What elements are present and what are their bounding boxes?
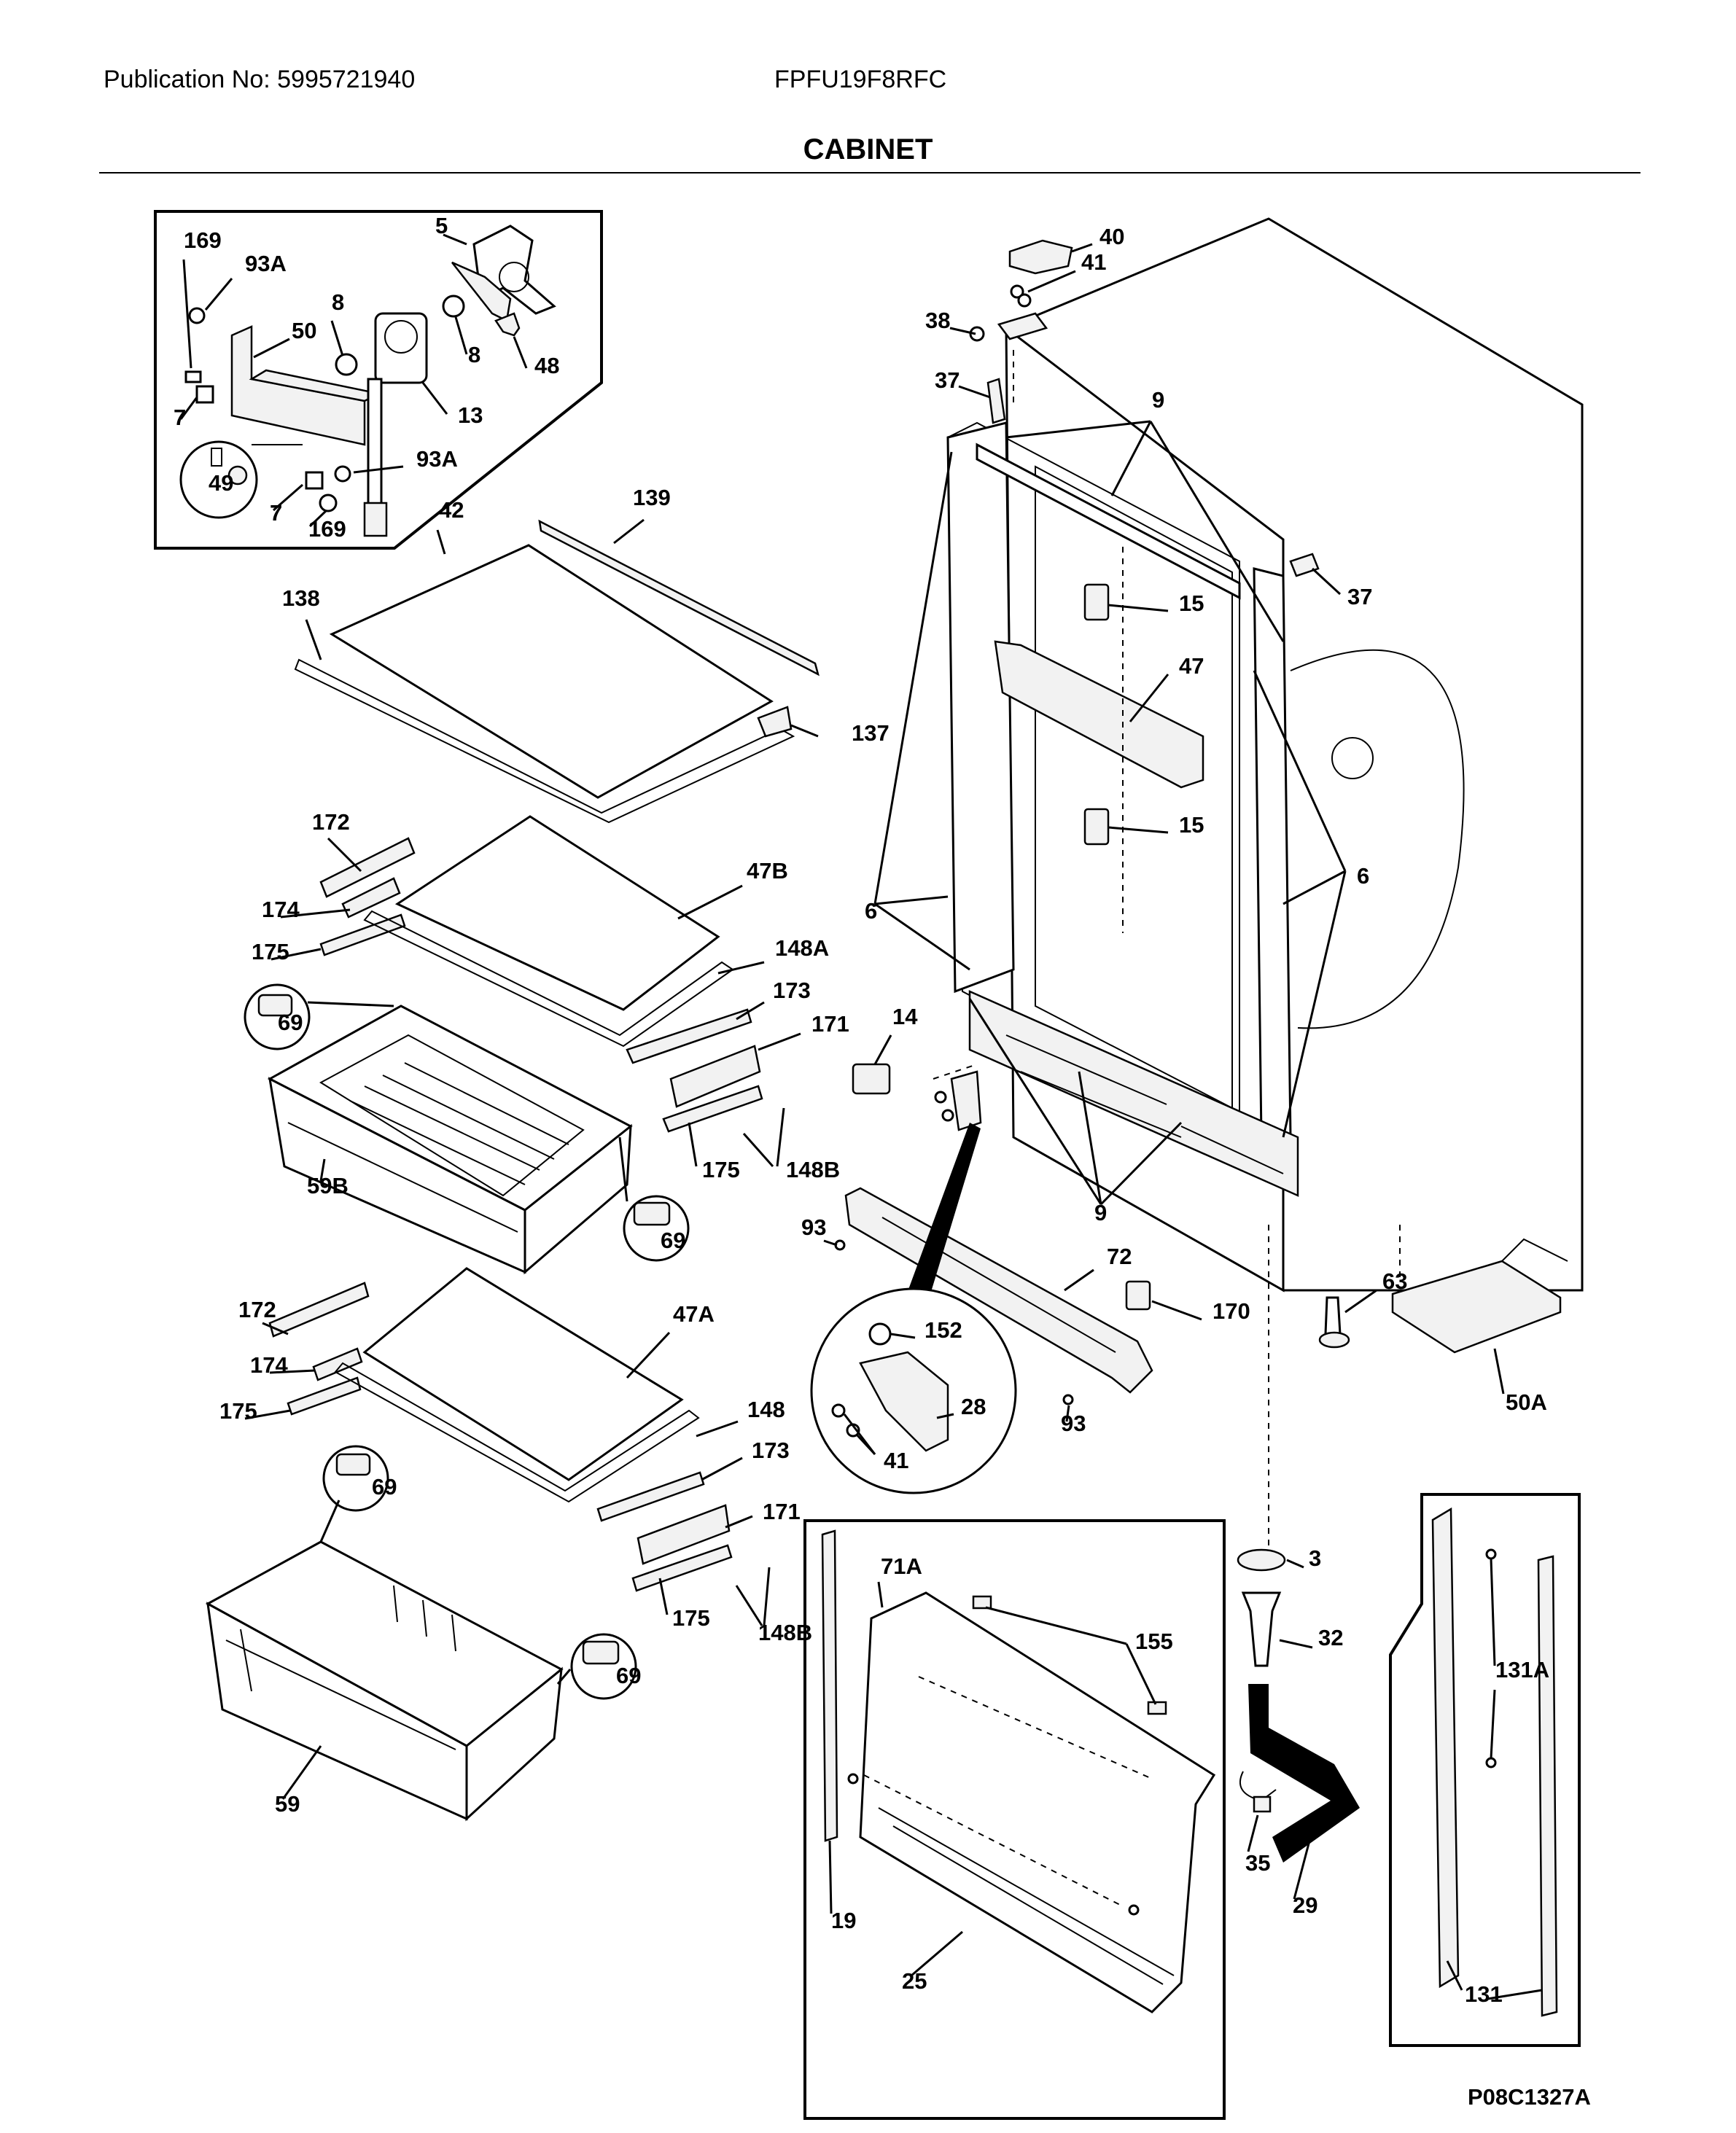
callout-label: 172 bbox=[238, 1297, 276, 1322]
callout-label: 175 bbox=[252, 939, 289, 964]
callout-label: 172 bbox=[312, 809, 350, 835]
callout-label: 139 bbox=[633, 485, 671, 510]
callout-label: 37 bbox=[935, 367, 960, 393]
callout-label: 48 bbox=[534, 353, 559, 378]
callout-label: 14 bbox=[892, 1004, 918, 1029]
callout-label: 93A bbox=[416, 446, 458, 472]
callout-label: 69 bbox=[616, 1663, 641, 1688]
callout-label: 69 bbox=[661, 1228, 685, 1253]
callout-label: 32 bbox=[1318, 1625, 1343, 1650]
callout-label: 41 bbox=[1081, 249, 1106, 275]
callout-label: 40 bbox=[1099, 224, 1124, 249]
model-number: FPFU19F8RFC bbox=[774, 66, 947, 93]
callout-label: 25 bbox=[902, 1968, 927, 1994]
callout-label: 38 bbox=[925, 308, 950, 333]
callout-label: 69 bbox=[278, 1010, 303, 1035]
callout-label: 175 bbox=[702, 1157, 740, 1182]
callout-label: 173 bbox=[752, 1438, 790, 1463]
callout-label: 35 bbox=[1245, 1850, 1270, 1876]
header-rule bbox=[99, 172, 1640, 173]
callout-label: 8 bbox=[332, 289, 344, 315]
callout-label: 15 bbox=[1179, 590, 1204, 616]
callout-label: 19 bbox=[831, 1908, 856, 1933]
callout-label: 29 bbox=[1293, 1892, 1317, 1918]
callout-label: 28 bbox=[961, 1394, 986, 1419]
callout-label: 49 bbox=[209, 470, 233, 496]
callout-label: 174 bbox=[250, 1352, 288, 1378]
callout-label: 155 bbox=[1135, 1629, 1173, 1654]
section-title: CABINET bbox=[803, 133, 933, 165]
cabinet-liner bbox=[852, 217, 1584, 1553]
callout-label: 138 bbox=[282, 585, 320, 611]
callout-label: 5 bbox=[435, 213, 448, 238]
callout-label: 71A bbox=[881, 1553, 922, 1579]
callout-label: 93 bbox=[1061, 1411, 1086, 1436]
callout-label: 93A bbox=[245, 251, 287, 276]
callout-label: 131A bbox=[1495, 1657, 1549, 1682]
lower-crisper-assembly bbox=[205, 1267, 771, 1822]
callout-label: 6 bbox=[1357, 863, 1369, 889]
callout-label: 169 bbox=[308, 516, 346, 542]
drawing-id: P08C1327A bbox=[1468, 2084, 1591, 2110]
callout-label: 59B bbox=[307, 1173, 349, 1198]
callout-label: 47A bbox=[673, 1301, 715, 1327]
callout-label: 93 bbox=[801, 1214, 826, 1240]
fan-motor-inset bbox=[154, 210, 603, 550]
callout-label: 148 bbox=[747, 1397, 785, 1422]
callout-label: 8 bbox=[468, 342, 480, 367]
callout-label: 50 bbox=[292, 318, 316, 343]
callout-label: 69 bbox=[372, 1474, 397, 1500]
callout-label: 50A bbox=[1506, 1389, 1547, 1415]
back-panel-inset bbox=[803, 1519, 1226, 2120]
callout-label: 15 bbox=[1179, 812, 1204, 838]
callout-label: 148B bbox=[786, 1157, 840, 1182]
callout-label: 7 bbox=[270, 500, 282, 526]
publication-number: Publication No: 5995721940 bbox=[104, 66, 416, 93]
rails-inset bbox=[1389, 1493, 1581, 2047]
callout-label: 174 bbox=[262, 897, 300, 922]
callout-label: 63 bbox=[1382, 1268, 1407, 1294]
callout-label: 171 bbox=[811, 1011, 849, 1037]
callout-label: 173 bbox=[773, 978, 811, 1003]
drain-parts bbox=[1237, 1548, 1360, 1900]
upper-crisper-assembly bbox=[244, 815, 801, 1275]
leveler-and-tray bbox=[1318, 1238, 1568, 1395]
callout-label: 13 bbox=[458, 402, 483, 428]
callout-label: 9 bbox=[1152, 387, 1164, 413]
glass-shelf-42-assembly bbox=[294, 518, 820, 824]
callout-label: 131 bbox=[1465, 1981, 1503, 2007]
callout-label: 42 bbox=[439, 497, 464, 523]
callout-label: 169 bbox=[184, 227, 222, 253]
callout-label: 148B bbox=[758, 1620, 812, 1645]
callout-label: 137 bbox=[852, 720, 890, 746]
callout-label: 9 bbox=[1094, 1200, 1107, 1225]
callout-label: 47B bbox=[747, 858, 788, 884]
callout-label: 175 bbox=[672, 1605, 710, 1631]
callout-label: 175 bbox=[219, 1398, 257, 1424]
callout-label: 3 bbox=[1309, 1545, 1321, 1571]
callout-label: 6 bbox=[865, 898, 877, 924]
callout-label: 152 bbox=[925, 1317, 962, 1343]
callout-label: 7 bbox=[174, 405, 186, 430]
kickplate-assembly bbox=[810, 1123, 1202, 1494]
callout-label: 59 bbox=[275, 1791, 300, 1817]
callout-label: 37 bbox=[1347, 584, 1372, 609]
callout-label: 148A bbox=[775, 935, 829, 961]
callout-label: 72 bbox=[1107, 1244, 1132, 1269]
callout-label: 41 bbox=[884, 1448, 908, 1473]
callout-label: 170 bbox=[1213, 1298, 1250, 1324]
callout-label: 47 bbox=[1179, 653, 1204, 679]
callout-label: 171 bbox=[763, 1499, 801, 1524]
